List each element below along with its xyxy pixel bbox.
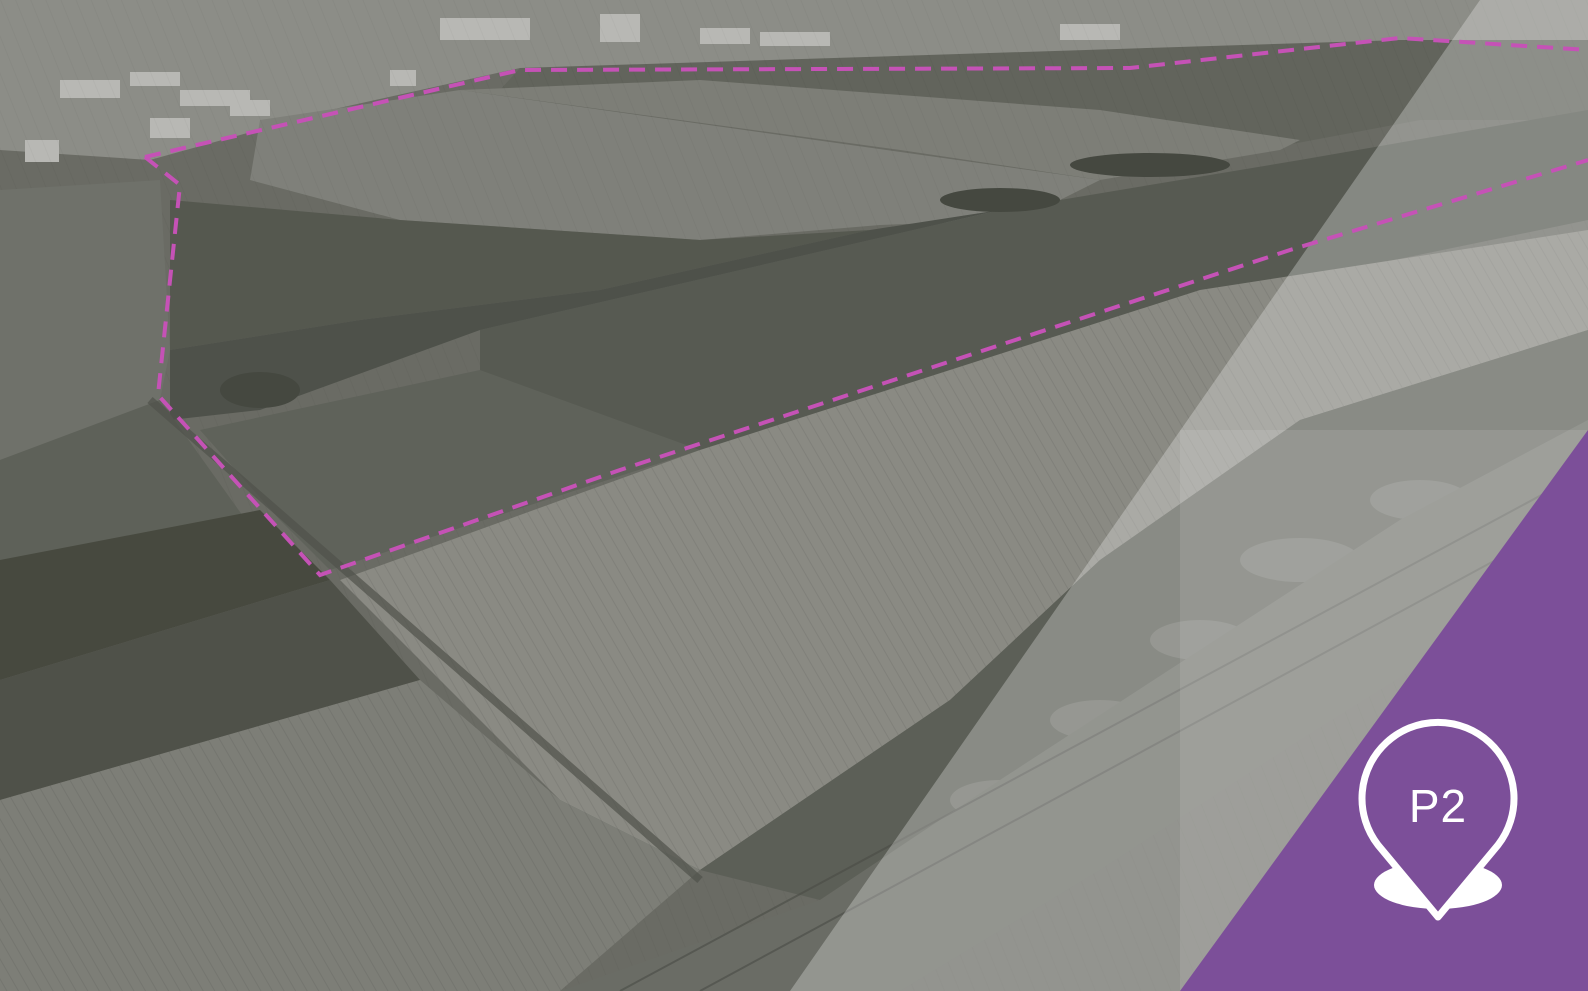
- field-left-dark2: [0, 580, 420, 800]
- field-inner-low: [200, 370, 700, 570]
- field-left-upper: [0, 180, 170, 460]
- field-inner: [480, 110, 1588, 450]
- road: [560, 420, 1588, 991]
- map-pin-icon: [1358, 718, 1518, 921]
- plot-boundary-upper: [144, 35, 1588, 159]
- marker-label: P2: [1408, 780, 1468, 832]
- tree-line-road: [700, 330, 1588, 900]
- field-left-dark: [0, 510, 330, 680]
- plot-boundary-lower: [143, 155, 1588, 578]
- field-dark-strip: [170, 200, 870, 350]
